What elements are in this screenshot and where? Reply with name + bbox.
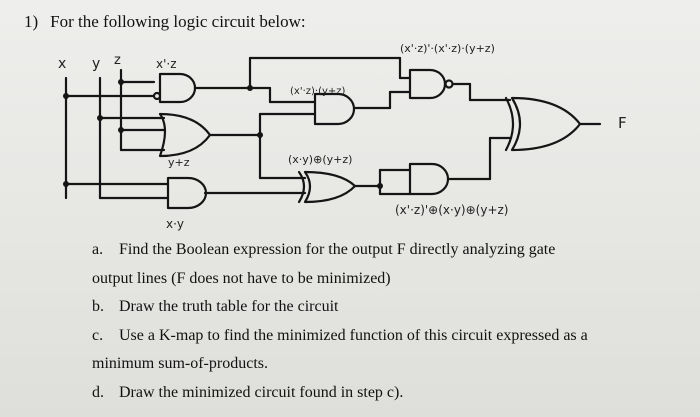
task-text: minimum sum-of-products. [92,355,268,372]
input-label-y: y [92,56,100,72]
annotation-and3: (x'·z)'·(x'·z)·(y+z) [400,42,495,55]
task-text: output lines (F does not have to be mini… [92,269,391,287]
inverter-bubble-and3 [444,79,454,89]
task-letter: b. [92,298,104,315]
question-number: 1) [24,12,39,31]
task-letter: c. [92,326,104,344]
input-label-z: z [114,53,121,68]
task-text: Use a K-map to find the minimized functi… [119,326,588,344]
task-letter: d. [92,383,104,401]
annotation-and4: (x'·z)'⊕(x·y)⊕(y+z) [395,203,508,217]
annotation-and1: x'·z [156,57,177,71]
and-gate-4 [408,162,450,196]
question-title: For the following logic circuit below: [50,12,306,31]
task-text: Find the Boolean expression for the outp… [119,241,556,258]
xor-gate-1 [303,170,357,204]
task-c-continued: minimum sum-of-products. [92,350,682,379]
and-gate-3 [408,68,447,100]
xor-gate-back-arc [297,170,306,204]
and-gate-1 [158,72,197,104]
or-gate-final-back-arc [504,96,515,152]
annotation-xor1: (x·y)⊕(y+z) [288,153,352,166]
inverter-bubble-x [152,91,162,101]
task-c: c. Use a K-map to find the minimized fun… [92,322,682,351]
task-b: b. Draw the truth table for the circuit [92,293,682,322]
question-heading: 1) For the following logic circuit below: [24,12,306,32]
task-text: Draw the truth table for the circuit [119,298,339,315]
and-gate-xy [166,176,208,210]
task-list: a. Find the Boolean expression for the o… [92,236,682,407]
input-label-x: x [58,56,66,72]
task-a-continued: output lines (F does not have to be mini… [92,265,682,294]
annotation-and2: (x'·z)·(y+z) [290,86,346,97]
and-gate-2 [313,92,356,126]
logic-circuit-diagram: x y z F x'·z (x'·z)'·(x'·z)·(y+z) (x'·z)… [58,42,627,231]
or-gate-1 [158,112,212,158]
task-d: d. Draw the minimized circuit found in s… [92,379,682,408]
annotation-or1: y+z [168,156,190,169]
task-text: Draw the minimized circuit found in step… [119,383,404,401]
task-letter: a. [92,241,104,258]
task-a: a. Find the Boolean expression for the o… [92,236,682,265]
output-label-f: F [618,114,627,132]
annotation-and-xy: x·y [166,217,184,231]
or-gate-final [510,96,582,152]
